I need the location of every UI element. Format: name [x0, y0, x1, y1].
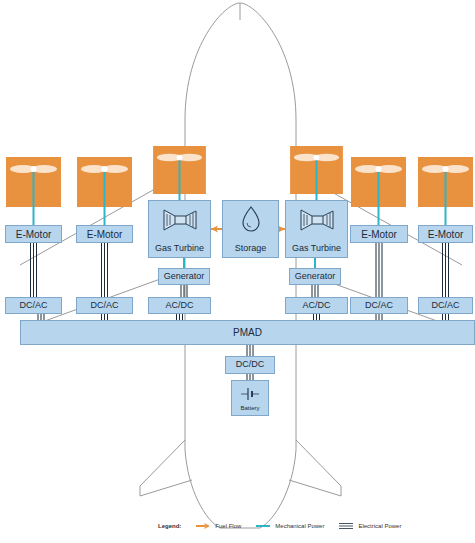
box-label: E-Motor — [87, 229, 123, 240]
component-box: DC/AC — [418, 297, 473, 314]
box-label: DC/AC — [365, 301, 393, 311]
connector-stroke — [318, 285, 319, 297]
connector-stroke — [30, 243, 31, 297]
component-box: E-Motor — [418, 225, 473, 243]
connector-stroke — [101, 243, 102, 297]
connector-stroke — [211, 228, 222, 230]
legend-text: Fuel Flow — [215, 523, 241, 529]
connector-stroke — [181, 285, 182, 297]
connector-stroke — [442, 243, 443, 297]
connector-stroke — [183, 258, 185, 268]
fuel-arrow — [211, 229, 222, 230]
box-label: DC/AC — [19, 301, 47, 311]
component-box: E-Motor — [5, 225, 62, 243]
turbine-icon — [161, 207, 199, 233]
box-label: E-Motor — [361, 229, 397, 240]
mechanical-shaft — [315, 258, 316, 268]
box-label: Generator — [295, 272, 336, 282]
electrical-line — [31, 243, 37, 297]
mechanical-shaft — [184, 258, 185, 268]
component-box: Gas Turbine — [148, 200, 211, 258]
component-box: Generator — [289, 268, 341, 285]
box-label: DC/AC — [431, 301, 459, 311]
legend-sample — [338, 522, 354, 530]
turbine-icon — [298, 207, 336, 233]
connector-stroke — [445, 243, 446, 297]
box-label: AC/DC — [302, 301, 330, 311]
box-label: PMAD — [233, 327, 262, 338]
connector-stroke — [314, 258, 316, 268]
component-box: DC/AC — [5, 297, 62, 314]
connector-stroke — [250, 345, 251, 356]
box-label: Battery — [240, 405, 259, 412]
electrical-line — [443, 243, 449, 297]
legend-sample — [195, 522, 211, 530]
connector-stroke — [36, 243, 37, 297]
fuel-drop-icon — [239, 205, 263, 233]
box-label: Storage — [235, 244, 267, 254]
component-box: AC/DC — [285, 297, 348, 314]
propeller — [6, 146, 473, 207]
legend-sample — [255, 522, 271, 530]
legend-text: Mechanical Power — [275, 523, 324, 529]
component-box: E-Motor — [350, 225, 408, 243]
connector-stroke — [184, 285, 185, 297]
component-box: PMAD — [20, 320, 475, 345]
box-label: DC/AC — [90, 301, 118, 311]
connector-stroke — [107, 243, 108, 297]
component-box: Gas Turbine — [285, 200, 348, 258]
connector-stroke — [253, 345, 254, 356]
legend-item: Electrical Power — [338, 522, 401, 530]
connector-stroke — [379, 243, 380, 297]
box-label: AC/DC — [165, 301, 193, 311]
component-box: Battery — [231, 380, 269, 416]
electrical-line — [247, 345, 253, 356]
connector-stroke — [448, 243, 449, 297]
component-box: E-Motor — [76, 225, 133, 243]
component-box: DC/AC — [350, 297, 408, 314]
component-box: DC/DC — [225, 356, 275, 374]
connector-stroke — [382, 243, 383, 297]
component-box: AC/DC — [148, 297, 211, 314]
airframe-outline — [20, 3, 462, 528]
connector-stroke — [187, 285, 188, 297]
electrical-line — [312, 285, 318, 297]
connector-stroke — [247, 345, 248, 356]
legend: Legend: Fuel Flow Mechanical Power Electric… — [158, 522, 401, 530]
box-label: Generator — [164, 272, 205, 282]
component-box: DC/AC — [76, 297, 133, 314]
box-label: Gas Turbine — [292, 244, 341, 254]
box-label: E-Motor — [16, 229, 52, 240]
component-box: Storage — [222, 200, 279, 258]
battery-icon — [239, 385, 261, 403]
box-label: Gas Turbine — [155, 244, 204, 254]
legend-heading: Legend: — [158, 523, 181, 529]
connector-stroke — [376, 243, 377, 297]
legend-item: Mechanical Power — [255, 522, 324, 530]
legend-text: Electrical Power — [358, 523, 401, 529]
connector-stroke — [104, 243, 105, 297]
legend-item: Fuel Flow — [195, 522, 241, 530]
component-box: Generator — [158, 268, 210, 285]
electrical-line — [181, 285, 187, 297]
connector-stroke — [33, 243, 34, 297]
electrical-line — [376, 243, 382, 297]
connector-stroke — [315, 285, 316, 297]
connector-stroke — [312, 285, 313, 297]
box-label: DC/DC — [236, 360, 265, 370]
electrical-line — [102, 243, 108, 297]
box-label: E-Motor — [428, 229, 464, 240]
